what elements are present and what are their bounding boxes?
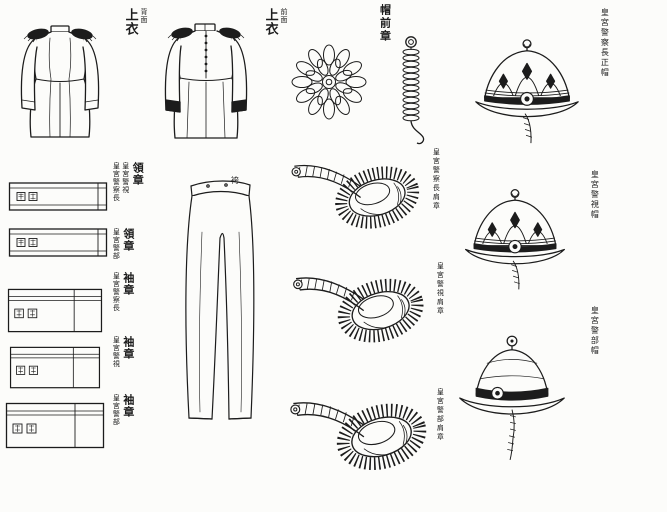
figure-collar-bar-1: [8, 180, 108, 214]
cuff-keishi-rank: 皇宮警視: [112, 336, 121, 368]
label-jacket-front: 上衣 前面: [263, 8, 288, 36]
helmet-keishi-drawing: [464, 189, 566, 291]
label-epaulette-chief: 皇宮警察長肩章: [432, 148, 441, 211]
figure-cuff-keishi: [5, 346, 105, 390]
cuff-chief-drawing: [7, 288, 103, 333]
figure-helmet-chief: [468, 36, 586, 148]
label-cap-badge: 帽前章: [378, 4, 391, 43]
label-epaulette-keishi: 皇宮警視肩章: [436, 262, 445, 316]
jacket-back-sub: 背面: [139, 8, 148, 24]
cuff-keibu-drawing: [5, 402, 105, 449]
figure-cap-badge-rosette: [290, 38, 368, 124]
helmet-chief-drawing: [475, 39, 579, 144]
figure-epaulette-keibu: [284, 382, 434, 480]
epaulette-keishi-drawing: [284, 258, 434, 352]
figure-epaulette-keishi: [284, 258, 434, 352]
figure-helmet-keishi: [458, 186, 572, 294]
cuff-keibu-rank: 皇宮警部: [112, 394, 121, 426]
collar-rank-a: 皇宮警察長: [112, 162, 121, 202]
label-cuff-chief: 皇宮警察長 袖章: [112, 272, 134, 312]
label-helmet-keibu: 皇宮警部帽: [590, 306, 600, 356]
jacket-back-title: 上衣: [123, 8, 139, 36]
cuff-keibu-item: 袖章: [121, 394, 134, 418]
cap-cord-drawing: [402, 36, 425, 145]
collar-bar-2-drawing: [8, 228, 108, 257]
cuff-keishi-drawing: [9, 346, 101, 389]
jacket-front-title: 上衣: [263, 8, 279, 36]
figure-epaulette-chief: [282, 146, 430, 238]
jacket-front-sub: 前面: [279, 8, 288, 24]
label-jacket-back: 上衣 背面: [123, 8, 148, 36]
figure-collar-bar-2: [8, 226, 108, 260]
cuff-chief-item: 袖章: [121, 272, 134, 296]
collar-keibu-item: 領章: [121, 228, 134, 252]
label-cuff-keishi: 皇宮警視 袖章: [112, 336, 134, 368]
label-cuff-keibu: 皇宮警部 袖章: [112, 394, 134, 426]
figure-jacket-back: [8, 20, 112, 148]
collar-item: 領章: [131, 162, 144, 186]
label-collar-group: 皇宮警察長 皇宮警視 領章: [112, 162, 144, 202]
label-epaulette-keibu: 皇宮警部肩章: [436, 388, 445, 442]
epaulette-keibu-drawing: [284, 382, 434, 480]
figure-trousers: [176, 172, 264, 430]
trousers-drawing: [185, 180, 255, 420]
figure-cuff-chief: [5, 288, 105, 334]
figure-jacket-front: [150, 18, 262, 150]
label-trousers: 袴: [230, 176, 240, 186]
collar-rank-b: 皇宮警視: [121, 162, 130, 194]
epaulette-chief-drawing: [282, 146, 430, 238]
jacket-back-drawing: [20, 25, 100, 138]
figure-cap-cord: [394, 34, 428, 146]
figure-cuff-keibu: [5, 402, 105, 450]
label-helmet-keishi: 皇宮警視帽: [590, 170, 600, 220]
figure-helmet-keibu: [454, 330, 570, 470]
label-collar-keibu: 皇宮警部 領章: [112, 228, 134, 260]
label-helmet-chief: 皇宮警察長正帽: [600, 8, 610, 78]
cuff-keishi-item: 袖章: [121, 336, 134, 360]
helmet-keibu-drawing: [459, 335, 565, 461]
cuff-chief-rank: 皇宮警察長: [112, 272, 121, 312]
collar-bar-1-drawing: [8, 182, 108, 211]
cap-badge-rosette-drawing: [291, 44, 367, 120]
collar-keibu-rank: 皇宮警部: [112, 228, 121, 260]
jacket-front-drawing: [164, 23, 248, 139]
